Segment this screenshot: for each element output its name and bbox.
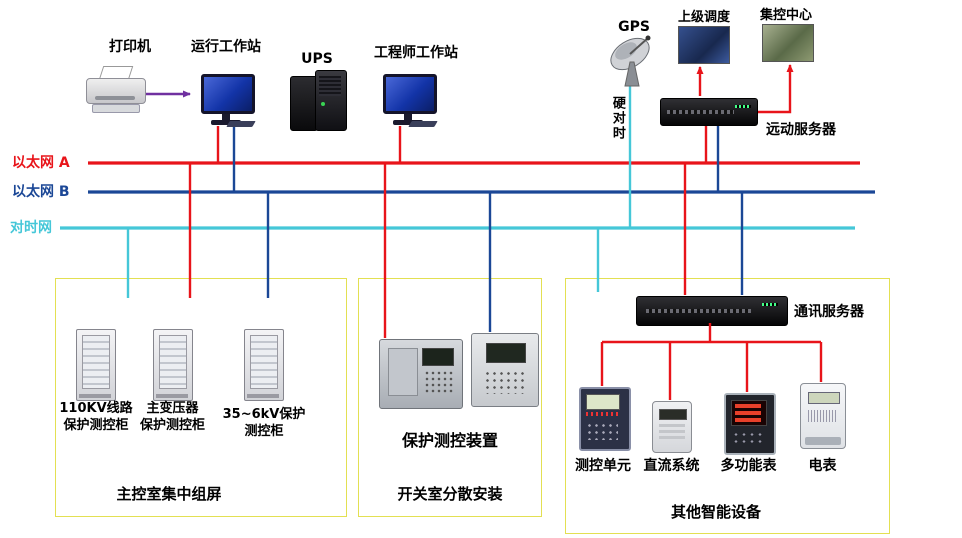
printer-tray bbox=[92, 104, 140, 113]
device-lcd bbox=[808, 392, 840, 404]
device-keys bbox=[732, 431, 766, 445]
device-buttons bbox=[484, 370, 526, 394]
rack-leds bbox=[735, 104, 752, 108]
cabinet-35-6kv-label: 35~6kV保护 测控柜 bbox=[222, 407, 306, 439]
electric-meter-image bbox=[800, 383, 846, 449]
cabinet-transformer-label: 主变压器 保护测控柜 bbox=[139, 401, 205, 433]
ups-image bbox=[290, 70, 347, 131]
satellite-dish-icon bbox=[610, 35, 651, 87]
time-sync-label: 对时网 bbox=[10, 220, 52, 236]
cabinet-door bbox=[250, 335, 278, 389]
cabinet-door bbox=[159, 335, 187, 389]
operator-workstation-image bbox=[196, 74, 256, 128]
printer-label: 打印机 bbox=[109, 39, 151, 55]
rack-vent-strip bbox=[666, 109, 734, 114]
comm-server-tree bbox=[600, 323, 823, 400]
group-switchgear-room-title: 开关室分散安装 bbox=[397, 485, 503, 503]
device-buttons bbox=[424, 370, 454, 394]
gps-label: GPS bbox=[618, 19, 650, 35]
device-screen bbox=[486, 343, 526, 363]
protection-device-2-image bbox=[471, 333, 539, 407]
server-control-center-uplink bbox=[756, 64, 794, 114]
cabinet-foot bbox=[156, 394, 188, 398]
cabinet-110kv-image bbox=[76, 329, 116, 401]
engineer-workstation-label: 工程师工作站 bbox=[374, 45, 458, 61]
keyboard bbox=[226, 121, 256, 127]
multifunction-meter-image bbox=[724, 393, 776, 455]
group-switchgear-room: 保护测控装置 开关室分散安装 bbox=[358, 278, 542, 517]
rack-vent-strip bbox=[646, 308, 751, 313]
engineer-workstation-image bbox=[378, 74, 438, 128]
device-leds bbox=[586, 412, 618, 416]
group-other-smart-devices-title: 其他智能设备 bbox=[670, 503, 761, 521]
device-digits bbox=[735, 404, 761, 408]
cabinet-foot bbox=[247, 394, 279, 398]
keyboard bbox=[408, 121, 438, 127]
printer-slot bbox=[95, 96, 135, 100]
monitor-screen bbox=[201, 74, 255, 114]
ups-tower-left bbox=[290, 76, 318, 131]
telecontrol-server-image bbox=[660, 98, 758, 126]
dc-system-label: 直流系统 bbox=[643, 458, 700, 474]
protection-device-label: 保护测控装置 bbox=[401, 431, 498, 450]
printer-body bbox=[86, 78, 146, 104]
cabinet-transformer-image bbox=[153, 329, 193, 401]
ethernet-a-label: 以太网 A bbox=[12, 155, 70, 171]
ups-led bbox=[321, 102, 325, 106]
ups-label: UPS bbox=[301, 51, 333, 67]
dc-system-image bbox=[652, 401, 692, 453]
cabinet-door bbox=[82, 335, 110, 389]
cabinet-110kv-label: 110KV线路 保护测控柜 bbox=[59, 401, 133, 433]
group-main-control-room: 110KV线路 保护测控柜 主变压器 保护测控柜 35~6kV保护 测控柜 主控… bbox=[55, 278, 347, 517]
multifunction-meter-label: 多功能表 bbox=[720, 458, 777, 474]
electric-meter-label: 电表 bbox=[808, 458, 837, 474]
device-rows bbox=[659, 424, 685, 440]
rack-leds bbox=[762, 303, 778, 307]
group-main-control-room-title: 主控室集中组屏 bbox=[116, 485, 222, 503]
device-bars bbox=[808, 410, 838, 422]
device-screen bbox=[586, 394, 620, 410]
monitor-screen bbox=[383, 74, 437, 114]
monitor-stand bbox=[404, 114, 412, 120]
ups-vent bbox=[319, 76, 341, 96]
gps-antenna-image bbox=[606, 34, 658, 94]
device-screen bbox=[422, 348, 454, 366]
device-terminals bbox=[805, 437, 841, 445]
hard-time-sync-label: 硬对时 bbox=[609, 95, 625, 141]
cabinet-35-6kv-image bbox=[244, 329, 284, 401]
protection-device-1-image bbox=[379, 339, 463, 409]
ethernet-b-label: 以太网 B bbox=[12, 184, 70, 200]
measure-control-unit-image bbox=[579, 387, 631, 451]
control-center-label: 集控中心 bbox=[759, 8, 812, 23]
group-other-smart-devices: 通讯服务器 测控单元 直流系统 多功能表 电表 其他智能设备 bbox=[565, 278, 890, 534]
monitor-base bbox=[393, 120, 423, 125]
monitor-stand bbox=[222, 114, 230, 120]
cabinet-foot bbox=[79, 394, 111, 398]
telecontrol-server-label: 远动服务器 bbox=[766, 122, 836, 138]
superior-dispatch-image bbox=[678, 26, 730, 64]
printer-image bbox=[86, 66, 146, 113]
superior-dispatch-label: 上级调度 bbox=[677, 10, 730, 25]
device-keys bbox=[586, 422, 618, 440]
comm-server-label: 通讯服务器 bbox=[794, 304, 864, 320]
comm-server-image bbox=[636, 296, 788, 326]
operator-workstation-label: 运行工作站 bbox=[191, 39, 261, 55]
device-panel bbox=[388, 348, 418, 396]
control-center-image bbox=[762, 24, 814, 62]
monitor-base bbox=[211, 120, 241, 125]
measure-control-unit-label: 测控单元 bbox=[575, 458, 631, 474]
device-lcd bbox=[659, 409, 687, 420]
